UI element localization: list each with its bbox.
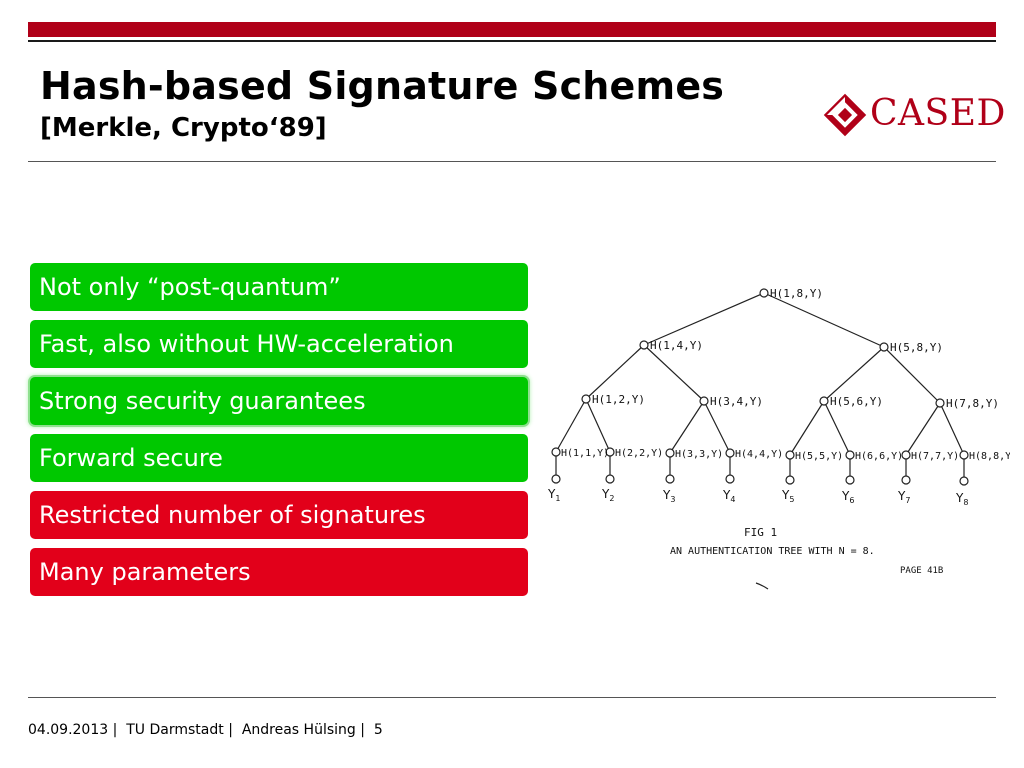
leaf-2: Y2: [601, 487, 614, 503]
slide-title: Hash-based Signature Schemes: [40, 64, 725, 108]
footer-page-number: 5: [373, 722, 383, 738]
logo-text: CASED: [870, 93, 1006, 134]
node-l3-3: H(3,3,Y): [675, 449, 723, 460]
node-l1-2: H(5,8,Y): [890, 341, 943, 354]
node-l3-6: H(6,6,Y): [855, 451, 903, 462]
bullet-restricted-signatures: Restricted number of signatures: [30, 491, 528, 539]
footer-institution: TU Darmstadt: [126, 722, 224, 738]
node-l3-4: H(4,4,Y): [735, 449, 783, 460]
figure-caption-1: FIG 1: [744, 526, 777, 539]
leaf-5: Y5: [781, 488, 794, 504]
node-l3-2: H(2,2,Y): [615, 448, 663, 459]
bullet-forward-secure: Forward secure: [30, 434, 528, 482]
header-divider: [28, 161, 996, 162]
node-l3-1: H(1,1,Y): [561, 448, 609, 459]
bullet-many-parameters: Many parameters: [30, 548, 528, 596]
leaf-7: Y7: [897, 489, 910, 505]
figure-caption-2: AN AUTHENTICATION TREE WITH N = 8.: [670, 546, 875, 557]
node-l2-4: H(7,8,Y): [946, 397, 999, 410]
leaf-4: Y4: [722, 488, 735, 504]
node-l3-5: H(5,5,Y): [795, 451, 843, 462]
node-l2-3: H(5,6,Y): [830, 395, 883, 408]
merkle-tree-figure: H(1,8,Y) H(1,4,Y) H(5,8,Y) H(1,2,Y) H(3,…: [547, 287, 1010, 590]
node-root: H(1,8,Y): [770, 287, 823, 300]
node-l3-7: H(7,7,Y): [911, 451, 959, 462]
bullet-strong-security: Strong security guarantees: [30, 377, 528, 425]
top-red-bar: [28, 22, 996, 37]
bullet-not-post-quantum: Not only “post-quantum”: [30, 263, 528, 311]
footer-date: 04.09.2013: [28, 722, 109, 738]
top-rule: [28, 40, 996, 42]
node-l1-1: H(1,4,Y): [650, 339, 703, 352]
slide-subtitle: [Merkle, Crypto‘89]: [40, 113, 327, 143]
leaf-3: Y3: [662, 488, 675, 504]
bullet-list: Not only “post-quantum” Fast, also witho…: [30, 263, 528, 605]
footer-divider: [28, 697, 996, 698]
cased-diamond-icon: [823, 93, 867, 137]
node-l3-8: H(8,8,Y): [969, 451, 1010, 462]
footer: 04.09.2013 | TU Darmstadt | Andreas Hüls…: [28, 722, 383, 738]
leaf-6: Y6: [841, 489, 854, 505]
leaf-8: Y8: [955, 491, 968, 507]
leaf-1: Y1: [547, 487, 560, 503]
bullet-fast: Fast, also without HW-acceleration: [30, 320, 528, 368]
node-l2-1: H(1,2,Y): [592, 393, 645, 406]
node-l2-2: H(3,4,Y): [710, 395, 763, 408]
footer-author: Andreas Hülsing: [241, 722, 356, 738]
figure-page-label: PAGE 41B: [900, 566, 943, 576]
cased-logo: CASED: [822, 90, 1005, 140]
